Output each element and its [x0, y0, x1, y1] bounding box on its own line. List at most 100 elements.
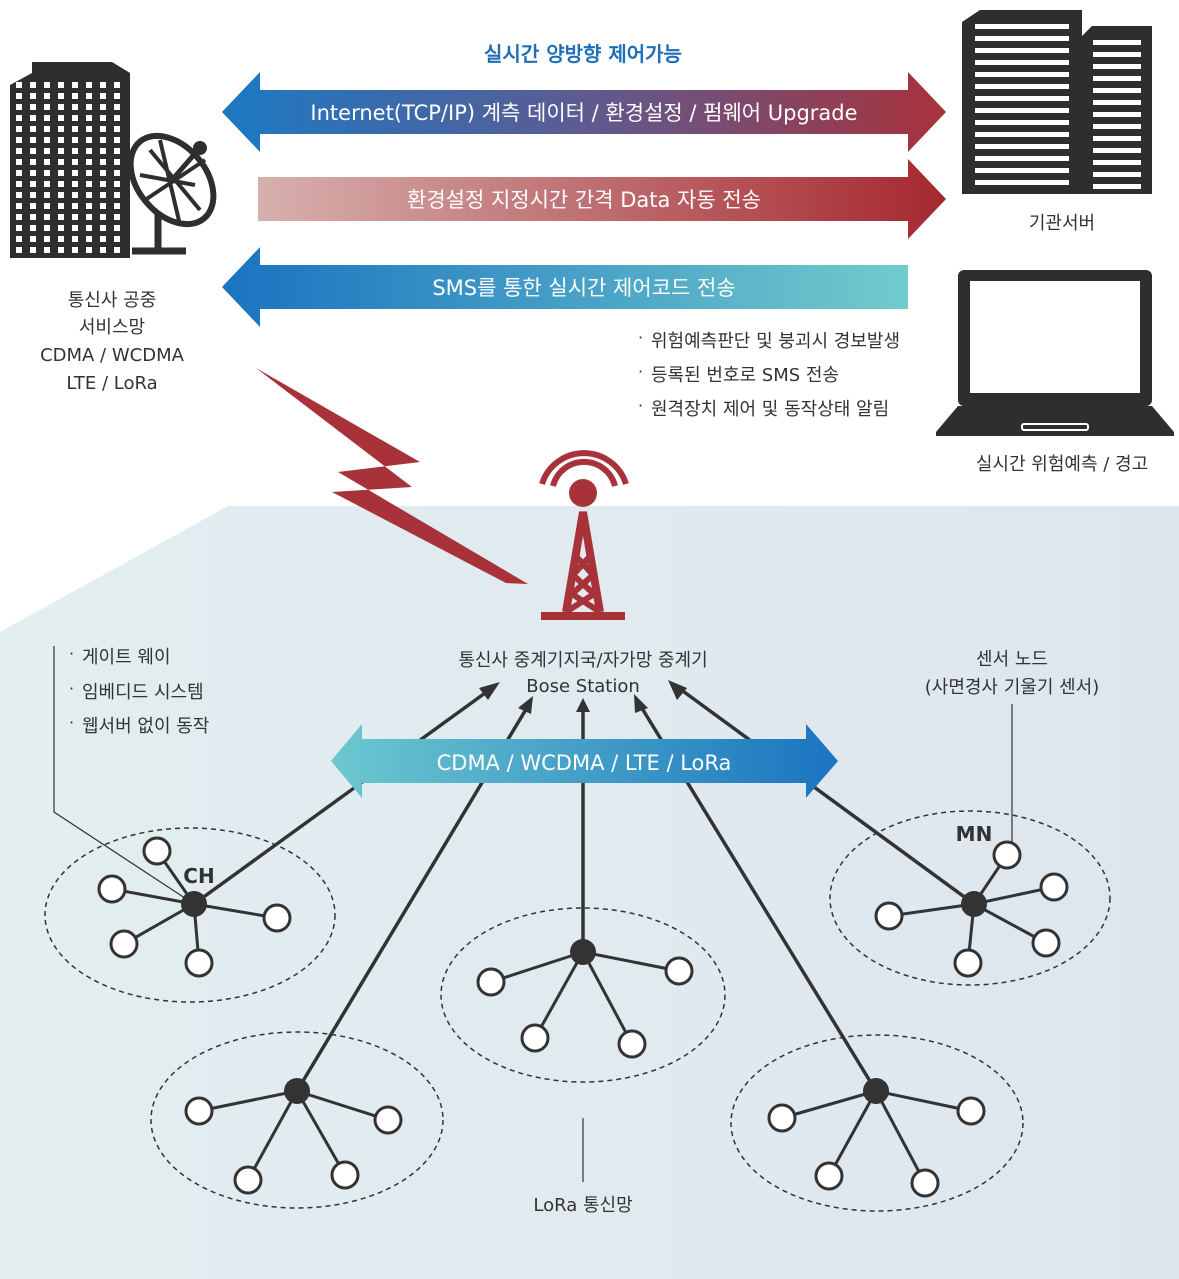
window-mark — [72, 181, 78, 187]
window-mark — [16, 93, 22, 99]
window-mark — [30, 214, 36, 220]
window-mark — [30, 170, 36, 176]
cluster-head-label: CH — [183, 864, 214, 888]
cluster-boundary — [730, 1034, 1024, 1212]
window-mark — [86, 225, 92, 231]
window-mark — [72, 236, 78, 242]
window-mark — [72, 159, 78, 165]
window-mark — [100, 214, 106, 220]
cluster-hub-mark — [863, 1078, 889, 1104]
window-mark — [30, 203, 36, 209]
window-mark — [86, 236, 92, 242]
window-mark — [86, 181, 92, 187]
window-mark — [58, 126, 64, 132]
window-mark — [16, 170, 22, 176]
sensor-node-mark — [956, 1096, 986, 1126]
sensor-node-mark — [910, 1168, 940, 1198]
sensor-cluster — [730, 1034, 1024, 1212]
alert-list: · 위험예측판단 및 붕괴시 경보발생 · 등록된 번호로 SMS 전송 · 원… — [638, 328, 900, 420]
window-mark — [114, 225, 120, 231]
window-mark — [72, 247, 78, 253]
window-mark — [114, 247, 120, 253]
auto-data-arrow — [258, 159, 946, 239]
window-mark — [16, 126, 22, 132]
bullet-dot: · — [638, 328, 643, 347]
window-mark — [100, 93, 106, 99]
bullet-dot: · — [638, 362, 643, 381]
window-mark — [44, 170, 50, 176]
sensor-node-mark — [1031, 928, 1061, 958]
window-mark — [44, 115, 50, 121]
window-mark — [100, 159, 106, 165]
sensor-node-mark — [184, 1096, 214, 1126]
sensor-node-mark — [97, 874, 127, 904]
server-slot-mark — [975, 36, 1069, 41]
window-mark — [72, 126, 78, 132]
sensor-node-line2: (사면경사 기울기 센서) — [925, 677, 1100, 698]
window-mark — [114, 115, 120, 121]
sensor-node-mark — [1039, 872, 1069, 902]
server-slot-mark — [975, 180, 1069, 185]
node-link — [246, 1090, 299, 1181]
window-mark — [86, 203, 92, 209]
server-slot-mark — [1093, 100, 1141, 105]
server-slot-mark — [975, 72, 1069, 77]
window-mark — [114, 192, 120, 198]
window-mark — [44, 126, 50, 132]
window-mark — [58, 82, 64, 88]
node-link — [827, 1090, 878, 1177]
window-mark — [58, 148, 64, 154]
server-slot-mark — [1093, 136, 1141, 141]
window-mark — [100, 115, 106, 121]
window-mark — [114, 93, 120, 99]
window-mark — [86, 93, 92, 99]
sensor-node-mark — [767, 1103, 797, 1133]
window-mark — [58, 181, 64, 187]
window-mark — [100, 181, 106, 187]
window-mark — [16, 181, 22, 187]
sensor-node-mark — [184, 948, 214, 978]
server-slot-mark — [975, 108, 1069, 113]
server-slot-mark — [975, 120, 1069, 125]
window-mark — [16, 225, 22, 231]
window-mark — [16, 192, 22, 198]
window-mark — [114, 203, 120, 209]
window-mark — [58, 137, 64, 143]
laptop-label: 실시간 위험예측 / 경고 — [976, 454, 1148, 475]
window-mark — [86, 159, 92, 165]
window-mark — [114, 148, 120, 154]
window-mark — [114, 181, 120, 187]
node-link — [295, 1090, 347, 1176]
server-slot-mark — [975, 48, 1069, 53]
window-mark — [58, 236, 64, 242]
window-mark — [72, 203, 78, 209]
window-mark — [30, 181, 36, 187]
window-mark — [30, 247, 36, 253]
auto-data-arrow-label: 환경설정 지정시간 간격 Data 자동 전송 — [407, 188, 761, 212]
cluster-hub-mark — [284, 1078, 310, 1104]
sensor-node-mark — [330, 1160, 360, 1190]
window-mark — [16, 104, 22, 110]
cluster-hub-mark — [570, 939, 596, 965]
sensor-cluster — [440, 907, 726, 1083]
window-mark — [30, 159, 36, 165]
server-slot-mark — [1093, 52, 1141, 57]
window-mark — [100, 82, 106, 88]
window-mark — [30, 137, 36, 143]
window-mark — [86, 126, 92, 132]
window-mark — [44, 159, 50, 165]
internet-arrow-label: Internet(TCP/IP) 계측 데이터 / 환경설정 / 펌웨어 Upg… — [310, 101, 857, 125]
bullet-dot: · — [69, 679, 74, 698]
window-mark — [100, 247, 106, 253]
window-mark — [44, 214, 50, 220]
window-mark — [44, 203, 50, 209]
server-slot-mark — [975, 60, 1069, 65]
server-label: 기관서버 — [1029, 213, 1095, 234]
internet-double-arrow — [222, 72, 946, 152]
window-mark — [58, 225, 64, 231]
window-mark — [100, 137, 106, 143]
server-slot-mark — [1093, 112, 1141, 117]
window-mark — [16, 82, 22, 88]
window-mark — [16, 159, 22, 165]
